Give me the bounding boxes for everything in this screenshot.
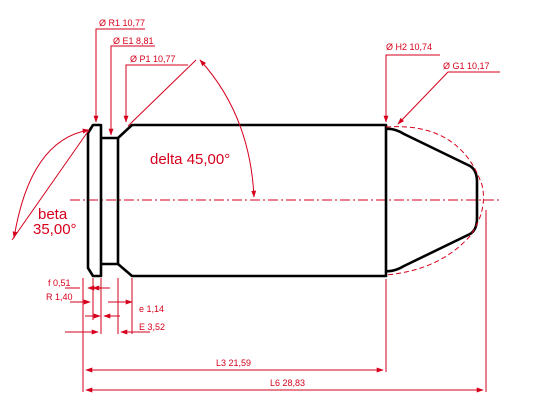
- h2-label: Ø H2 10,74: [386, 42, 432, 52]
- delta-arc: [199, 59, 257, 198]
- r1-label: Ø R1 10,77: [99, 18, 145, 28]
- extension-lines: [82, 210, 487, 392]
- p1-leader: [123, 64, 188, 123]
- cartridge-outline: [86, 123, 479, 278]
- e-big-label: E 3,52: [139, 322, 165, 332]
- h2-leader: [383, 54, 440, 123]
- l6-label: L6 28,83: [270, 378, 305, 388]
- f-label: f 0,51: [48, 278, 71, 288]
- beta-word: beta: [38, 206, 68, 223]
- e1-label: Ø E1 8,81: [113, 36, 154, 46]
- case-body: [117, 123, 388, 278]
- beta-value: 35,00°: [33, 221, 77, 238]
- delta-extension-line: [127, 59, 197, 127]
- beta-arc: [12, 128, 90, 239]
- g1-label: Ø G1 10,17: [443, 61, 490, 71]
- e1-leader: [108, 45, 155, 136]
- l3-label: L3 21,59: [216, 358, 251, 368]
- g1-leader: [397, 71, 500, 125]
- bullet: [385, 127, 479, 273]
- e-small-label: e 1,14: [139, 304, 164, 314]
- r-label: R 1,40: [46, 292, 73, 302]
- p1-label: Ø P1 10,77: [130, 54, 176, 64]
- extractor-groove: [101, 136, 120, 266]
- r1-leader: [93, 28, 145, 123]
- rim: [86, 123, 103, 278]
- delta-label: delta 45,00°: [150, 151, 230, 168]
